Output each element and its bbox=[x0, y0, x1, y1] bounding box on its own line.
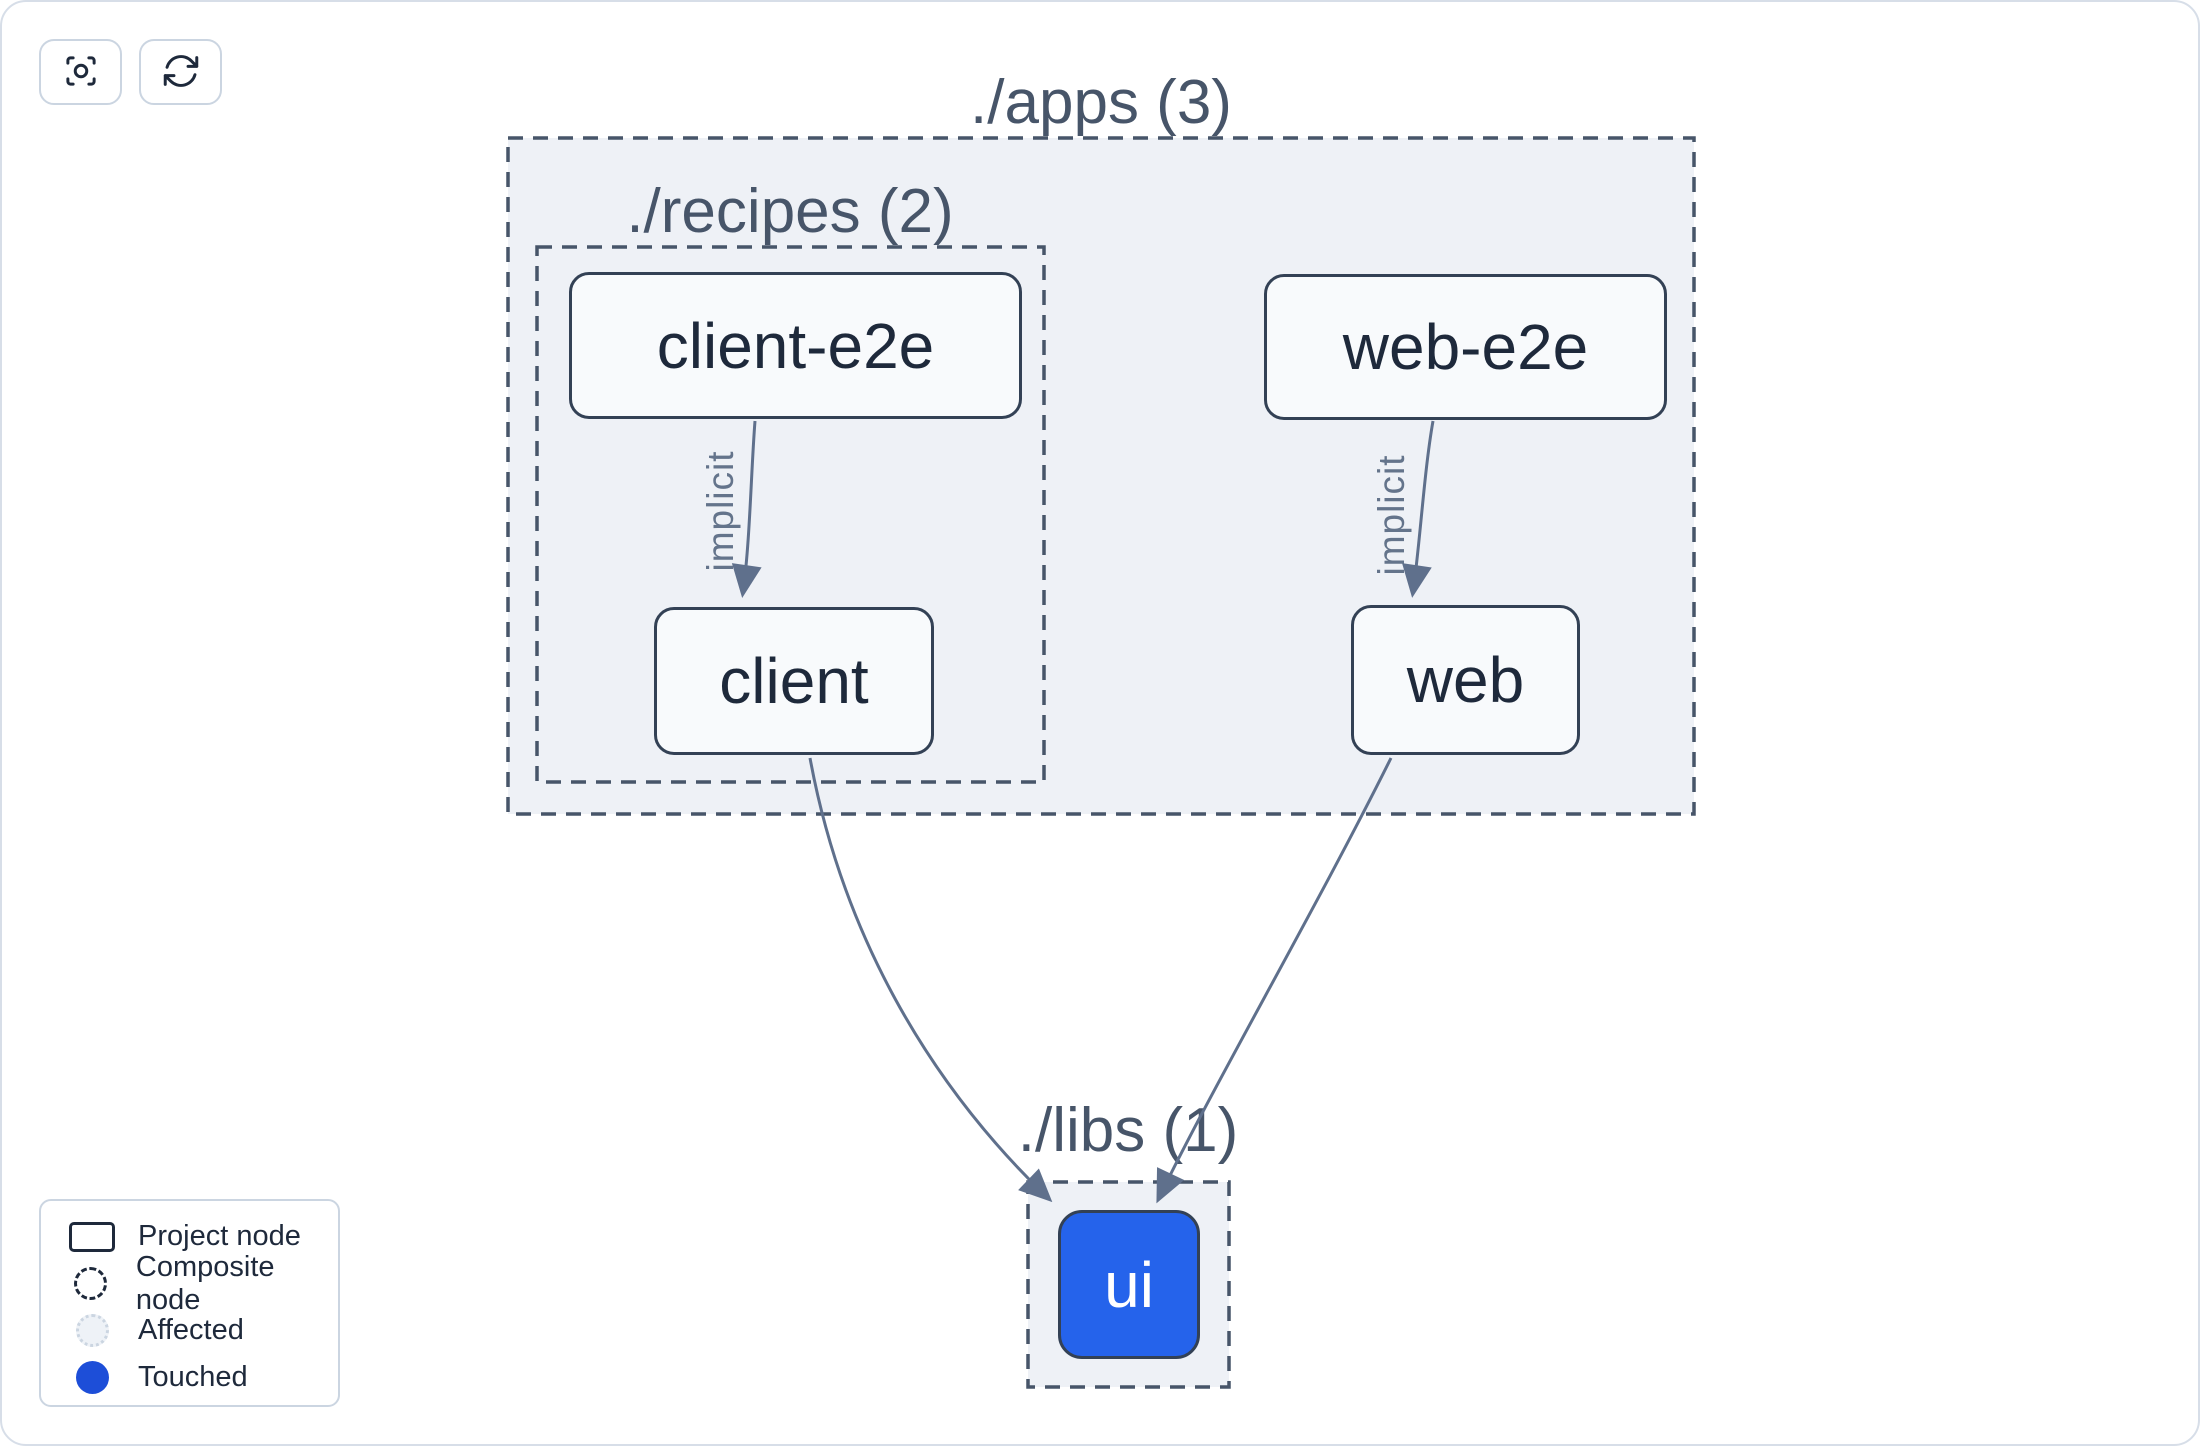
refresh-button[interactable] bbox=[139, 39, 222, 105]
legend-item-affected: Affected bbox=[41, 1307, 338, 1354]
group-title-recipes: ./recipes (2) bbox=[626, 177, 954, 246]
composite-node-swatch bbox=[74, 1267, 108, 1300]
legend-item-project-node: Project node bbox=[41, 1213, 338, 1260]
legend-item-composite-node: Composite node bbox=[41, 1251, 338, 1316]
focus-button[interactable] bbox=[39, 39, 122, 105]
legend-label: Project node bbox=[138, 1220, 301, 1252]
group-title-apps: ./apps (3) bbox=[970, 68, 1232, 137]
edge-label-implicit-web: implicit bbox=[1371, 454, 1412, 575]
touched-swatch bbox=[75, 1361, 109, 1394]
node-label: client-e2e bbox=[656, 309, 935, 382]
project-node-swatch bbox=[69, 1221, 115, 1252]
edge-client-e2e-to-client bbox=[731, 420, 762, 598]
node-label: ui bbox=[1104, 1248, 1154, 1321]
graph-legend: Project node Composite node Affected Tou… bbox=[39, 1199, 340, 1407]
focus-icon bbox=[60, 50, 102, 95]
legend-label: Touched bbox=[138, 1361, 248, 1393]
graph-toolbar bbox=[39, 39, 222, 105]
node-web[interactable]: web bbox=[1351, 605, 1580, 755]
legend-item-touched: Touched bbox=[41, 1354, 338, 1401]
node-label: client bbox=[719, 645, 869, 717]
group-title-libs: ./libs (1) bbox=[1017, 1096, 1239, 1165]
edge-label-implicit-client: implicit bbox=[700, 450, 741, 571]
node-label: web bbox=[1406, 644, 1525, 716]
edge-client-to-ui bbox=[808, 757, 1053, 1203]
legend-label: Affected bbox=[138, 1314, 244, 1346]
edge-web-to-ui bbox=[1156, 757, 1393, 1204]
node-client-e2e[interactable]: client-e2e bbox=[569, 272, 1022, 419]
edge-web-e2e-to-web bbox=[1402, 420, 1435, 598]
affected-swatch bbox=[75, 1314, 109, 1347]
node-client[interactable]: client bbox=[654, 607, 934, 755]
node-ui[interactable]: ui bbox=[1058, 1210, 1200, 1359]
node-web-e2e[interactable]: web-e2e bbox=[1264, 274, 1667, 420]
legend-label: Composite node bbox=[135, 1250, 275, 1316]
node-label: web-e2e bbox=[1342, 311, 1589, 383]
refresh-icon bbox=[160, 50, 202, 95]
